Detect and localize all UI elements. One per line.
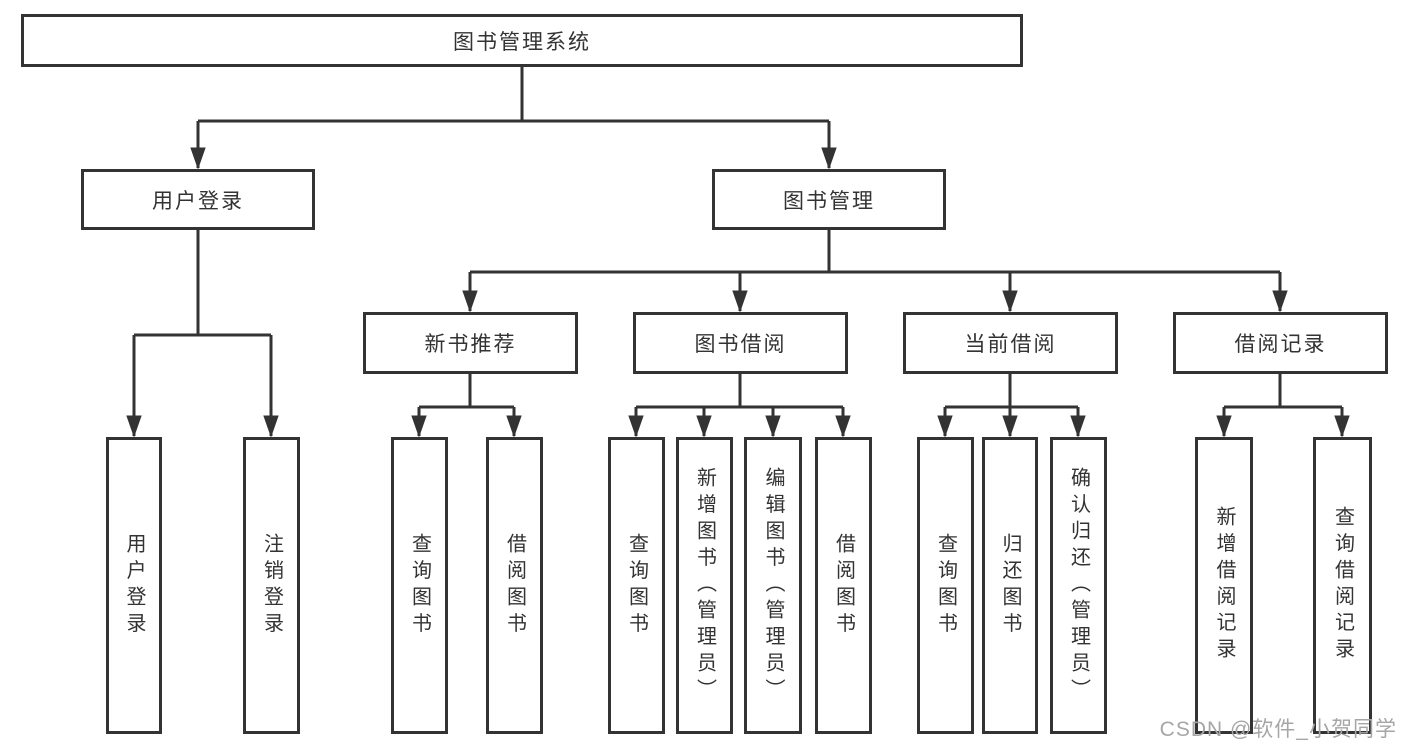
leaf-add-book-admin: 新增图书（管理员） bbox=[676, 437, 733, 734]
leaf-borrow-books-1: 借阅图书 bbox=[486, 437, 543, 734]
node-user-login: 用户登录 bbox=[81, 169, 315, 230]
leaf-borrow-books-2: 借阅图书 bbox=[815, 437, 872, 734]
node-current-borrowing: 当前借阅 bbox=[903, 312, 1118, 374]
leaf-confirm-return-admin: 确认归还（管理员） bbox=[1050, 437, 1107, 734]
csdn-watermark: CSDN @软件_小贺同学 bbox=[1159, 718, 1397, 741]
leaf-edit-book-admin: 编辑图书（管理员） bbox=[744, 437, 802, 734]
node-book-management: 图书管理 bbox=[712, 169, 946, 230]
node-borrowing-records: 借阅记录 bbox=[1173, 312, 1388, 374]
leaf-query-books-3: 查询图书 bbox=[917, 437, 974, 734]
leaf-query-borrow-record: 查询借阅记录 bbox=[1313, 437, 1372, 734]
leaf-logout: 注销登录 bbox=[243, 437, 300, 734]
leaf-query-books-1: 查询图书 bbox=[391, 437, 448, 734]
node-new-book-recommendation: 新书推荐 bbox=[363, 312, 578, 374]
leaf-query-books-2: 查询图书 bbox=[608, 437, 665, 734]
node-book-borrowing: 图书借阅 bbox=[633, 312, 848, 374]
node-root: 图书管理系统 bbox=[21, 14, 1023, 67]
leaf-add-borrow-record: 新增借阅记录 bbox=[1195, 437, 1253, 734]
leaf-user-login: 用户登录 bbox=[106, 437, 162, 734]
leaf-return-books: 归还图书 bbox=[982, 437, 1038, 734]
